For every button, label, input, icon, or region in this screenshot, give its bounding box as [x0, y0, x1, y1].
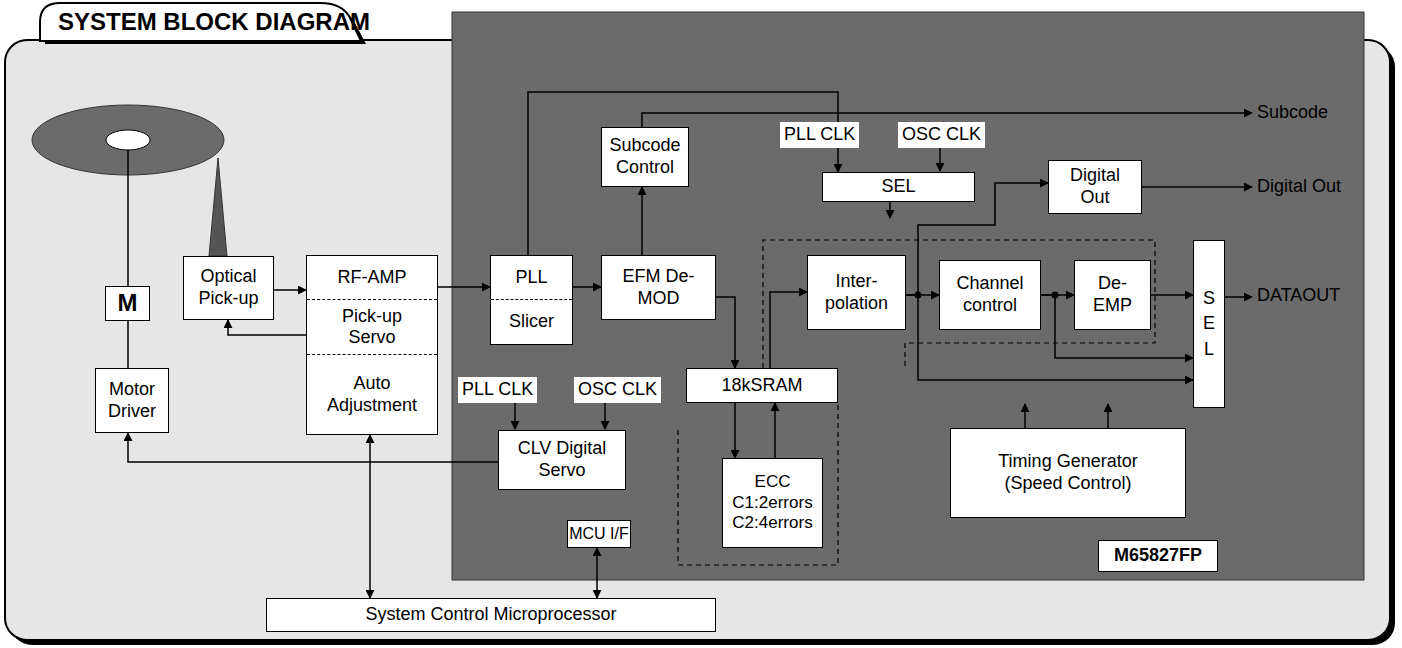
connector: [438, 286, 490, 288]
timing-box: Timing Generator (Speed Control): [950, 428, 1186, 518]
connector: [128, 433, 498, 462]
box-label: M: [118, 289, 138, 318]
connector: [774, 403, 776, 458]
section-label: RF-AMP: [307, 256, 437, 299]
pickup-box: Optical Pick-up: [183, 256, 274, 320]
dashed-region: [678, 403, 838, 565]
connector: [228, 320, 306, 335]
connector: [641, 187, 643, 255]
section-label: Auto Adjustment: [307, 354, 437, 434]
clock-label: PLL CLK: [458, 377, 537, 403]
process-box: EFM De-MOD: [601, 255, 716, 320]
connector: [573, 286, 601, 288]
box-label: Subcode Control: [606, 135, 684, 178]
dashed-region: [763, 240, 1155, 368]
connector: [528, 92, 838, 255]
timing-wire: [1107, 404, 1109, 428]
section-label: PLL: [491, 256, 572, 299]
box-label: De-EMP: [1081, 273, 1144, 316]
connector: [369, 435, 371, 598]
driver-box: Motor Driver: [95, 368, 169, 433]
selector-box: SEL: [1193, 240, 1225, 408]
connector: [596, 548, 598, 598]
disc-hole: [106, 130, 150, 150]
box-label: Digital Out: [1053, 165, 1137, 208]
ecc-box: ECCC1:2errorsC2:4errors: [722, 458, 823, 548]
junction-dot: [1052, 292, 1059, 299]
chip-region-fill: [452, 12, 1364, 580]
box-label: SEL: [881, 176, 915, 198]
connector: [770, 292, 807, 368]
box-label: System Control Microprocessor: [365, 604, 616, 626]
chip-name: M65827FP: [1098, 540, 1218, 572]
signal-label: Subcode: [1257, 102, 1328, 124]
connector: [734, 403, 736, 458]
clock-wire: [604, 403, 606, 429]
processor-box: System Control Microprocessor: [266, 598, 716, 632]
process-box: Inter-polation: [807, 255, 906, 330]
box-label: EFM De-MOD: [614, 266, 703, 309]
timing-wire: [1024, 404, 1026, 428]
digital-output-wire: [1136, 186, 1252, 188]
dataout-wire: [1225, 296, 1252, 298]
section-label: Pick-up Servo: [307, 299, 437, 354]
servo-box: CLV Digital Servo: [498, 430, 626, 490]
diagram-title: SYSTEM BLOCK DIAGRAM: [58, 8, 370, 36]
section-label: Slicer: [491, 299, 572, 344]
connector: [127, 321, 129, 368]
selector-box: SEL: [822, 172, 975, 202]
process-box: De-EMP: [1074, 260, 1151, 330]
box-label: 18kSRAM: [721, 375, 802, 397]
box-label: C1:2errors: [732, 493, 812, 513]
laser-beam: [209, 158, 227, 256]
clock-label: PLL CLK: [780, 122, 859, 148]
connector: [274, 289, 306, 291]
connector: [1151, 294, 1193, 296]
clock-wire: [939, 148, 941, 171]
select-wire: [889, 202, 891, 218]
box-label: C2:4errors: [732, 513, 812, 533]
box-label: MCU I/F: [569, 524, 629, 543]
process-box: Channel control: [939, 260, 1041, 330]
spindle: [127, 150, 129, 286]
signal-label: DATAOUT: [1257, 285, 1340, 307]
chip-region: M65827FP PLLSlicer Subcode ControlEFM De-M…: [452, 12, 1364, 580]
box-label: ECC: [755, 472, 791, 492]
clock-label: OSC CLK: [574, 377, 661, 403]
connector: [906, 294, 939, 296]
memory-box: 18kSRAM: [686, 368, 838, 403]
process-box: Digital Out: [1048, 160, 1142, 214]
clock-wire: [514, 403, 516, 429]
box-label: Inter-polation: [816, 271, 897, 314]
interface-box: MCU I/F: [567, 520, 631, 548]
vertical-label: SEL: [1200, 286, 1218, 362]
junction-dot: [915, 292, 922, 299]
pll-box: PLLSlicer: [490, 255, 573, 345]
box-label: Timing Generator (Speed Control): [981, 451, 1155, 494]
process-box: Subcode Control: [601, 127, 689, 187]
motor-symbol: M: [105, 286, 150, 321]
connector: [716, 297, 735, 368]
box-label: Optical Pick-up: [190, 266, 267, 309]
box-label: Channel control: [948, 273, 1032, 316]
box-label: CLV Digital Servo: [507, 438, 617, 481]
rf-amp-box: RF-AMPPick-up ServoAuto Adjustment: [306, 255, 438, 435]
clock-label: OSC CLK: [898, 122, 985, 148]
box-label: Motor Driver: [100, 379, 164, 422]
signal-label: Digital Out: [1257, 176, 1341, 198]
